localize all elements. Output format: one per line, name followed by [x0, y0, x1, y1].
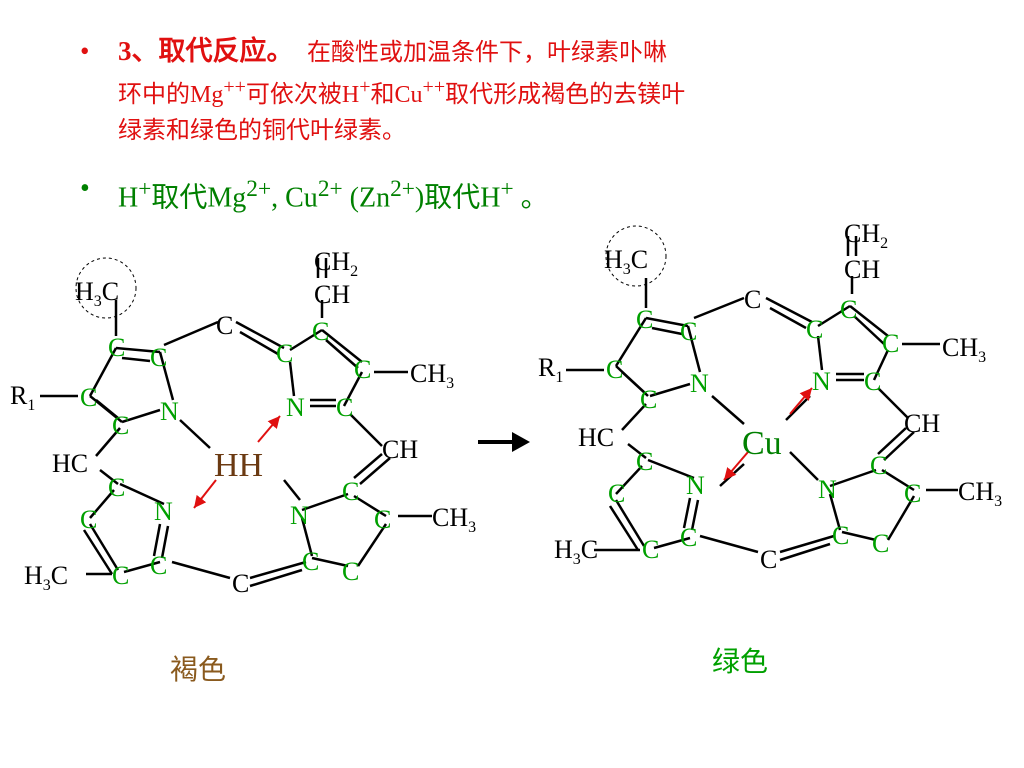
atom-c: C	[336, 393, 353, 422]
atom-c: C	[870, 451, 887, 480]
left-r1: R1	[10, 381, 35, 414]
atom-c: C	[608, 479, 625, 508]
right-ch2: CH2	[844, 219, 888, 252]
atom-c: C	[636, 447, 653, 476]
left-h3c-top: H3C	[75, 277, 119, 310]
bullet-1-line1: 在酸性或加温条件下，叶绿素卟啉	[307, 40, 667, 66]
highlight-circle-left	[75, 257, 137, 319]
left-center-hh: HH	[214, 447, 263, 484]
atom-n: N	[812, 367, 831, 396]
atom-c: C	[150, 551, 167, 580]
right-molecule	[566, 236, 958, 562]
bullet-1-lead: 3、取代反应。	[118, 36, 294, 66]
atom-c: C	[276, 339, 293, 368]
atom-c: C	[904, 479, 921, 508]
right-center-cu: Cu	[742, 425, 782, 462]
reaction-arrow	[478, 432, 530, 452]
right-ch-meso: CH	[904, 409, 940, 438]
atom-c: C	[680, 523, 697, 552]
atom-c: C	[354, 355, 371, 384]
right-h3c-bottom: H3C	[554, 535, 598, 568]
atom-c: C	[342, 557, 359, 586]
bullet-1: • 3、取代反应。 在酸性或加温条件下，叶绿素卟啉 环中的Mg++可依次被H+和…	[80, 34, 948, 148]
left-ch2: CH2	[314, 247, 358, 280]
left-molecule-labels: H3C CH2 CH R1 CH3 CH HC CH3 H3C C C HH C…	[10, 247, 476, 598]
left-ch: CH	[314, 280, 350, 309]
atom-c: C	[882, 329, 899, 358]
left-molecule	[40, 258, 432, 588]
highlight-circle-right	[605, 225, 667, 287]
atom-n: N	[154, 497, 173, 526]
atom-c: C	[80, 505, 97, 534]
atom-c: C	[108, 333, 125, 362]
atom-c: C	[872, 529, 889, 558]
atom-c: C	[342, 477, 359, 506]
left-ch-meso: CH	[382, 435, 418, 464]
left-ch3-bottom: CH3	[432, 503, 476, 536]
right-c-top: C	[744, 285, 761, 314]
right-ch3-bottom: CH3	[958, 477, 1002, 510]
atom-c: C	[680, 317, 697, 346]
atom-n: N	[286, 393, 305, 422]
left-c-top: C	[216, 311, 233, 340]
atom-n: N	[290, 501, 309, 530]
right-ch3-right: CH3	[942, 333, 986, 366]
atom-c: C	[374, 505, 391, 534]
left-c-bottom: C	[232, 569, 249, 598]
atom-c: C	[112, 411, 129, 440]
atom-c: C	[636, 305, 653, 334]
right-h3c-top: H3C	[604, 245, 648, 278]
atom-c: C	[640, 385, 657, 414]
atom-c: C	[150, 343, 167, 372]
atom-c: C	[840, 295, 857, 324]
atom-n: N	[160, 397, 179, 426]
atom-c: C	[312, 317, 329, 346]
left-h3c-bottom: H3C	[24, 561, 68, 594]
left-red-arrows	[193, 415, 281, 509]
atom-n: N	[686, 471, 705, 500]
right-c-bottom: C	[760, 545, 777, 574]
right-ch: CH	[844, 255, 880, 284]
atom-c: C	[806, 315, 823, 344]
label-brown: 褐色	[170, 655, 227, 686]
label-green: 绿色	[712, 647, 769, 678]
left-ch3-right: CH3	[410, 359, 454, 392]
atom-c: C	[606, 355, 623, 384]
atom-c: C	[832, 521, 849, 550]
atom-c: C	[302, 547, 319, 576]
right-red-arrows	[723, 387, 813, 481]
right-r1: R1	[538, 353, 563, 386]
atom-n: N	[690, 369, 709, 398]
right-molecule-labels: H3C CH2 CH R1 CH3 CH HC CH3 H3C C C Cu C…	[538, 219, 1002, 574]
atom-n: N	[818, 475, 837, 504]
bullet-marker: •	[80, 36, 90, 66]
atom-c: C	[642, 535, 659, 564]
bullet-2: • H+取代Mg2+, Cu2+ (Zn2+)取代H+ 。	[80, 173, 549, 214]
bullet-1-line2: 环中的Mg++可依次被H+和Cu++取代形成褐色的去镁叶	[118, 76, 686, 108]
bullet-marker: •	[80, 173, 90, 204]
atom-c: C	[112, 561, 129, 590]
atom-c: C	[108, 473, 125, 502]
right-hc-meso: HC	[578, 423, 614, 452]
bullet-1-line3: 绿素和绿色的铜代叶绿素。	[118, 118, 406, 144]
atom-c: C	[864, 367, 881, 396]
atom-c: C	[80, 383, 97, 412]
left-hc-meso: HC	[52, 449, 88, 478]
